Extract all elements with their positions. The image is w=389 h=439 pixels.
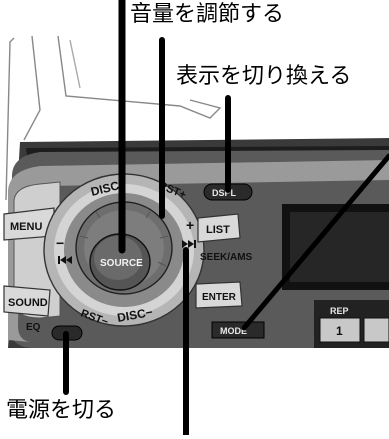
enter-button[interactable]: ENTER: [195, 281, 243, 309]
mode-button[interactable]: MODE: [211, 321, 265, 339]
callout-volume: 音量を調節する: [130, 2, 285, 27]
eq-label: EQ: [26, 322, 41, 333]
prev-button[interactable]: −: [56, 235, 72, 264]
callout-power: 電源を切る: [6, 398, 117, 423]
menu-button[interactable]: MENU: [3, 207, 55, 241]
callout-display: 表示を切り換える: [176, 64, 352, 89]
background-sketch: [5, 35, 222, 201]
menu-label: MENU: [10, 221, 42, 233]
preset-1-button[interactable]: 1: [319, 317, 361, 343]
mode-label: MODE: [220, 326, 247, 336]
source-label: SOURCE: [100, 258, 143, 269]
minus-label: −: [56, 235, 64, 251]
source-button[interactable]: SOURCE: [89, 233, 151, 291]
callout-lines: [63, 0, 389, 438]
enter-label: ENTER: [202, 292, 237, 303]
leader-mode: [241, 153, 389, 331]
display-label: DSPL: [212, 188, 237, 198]
seek-ams-label: SEEK/AMS: [200, 252, 253, 263]
next-button[interactable]: +: [182, 217, 196, 248]
plus-label: +: [186, 217, 194, 233]
rep-label: REP: [330, 306, 349, 316]
preset-buttons: REP 1: [314, 300, 389, 348]
list-label: LIST: [206, 224, 230, 236]
skip-back-icon: [58, 256, 72, 264]
skip-forward-icon: [182, 240, 196, 248]
sound-label: SOUND: [8, 297, 48, 309]
disc-minus-label[interactable]: DISC−: [116, 305, 154, 325]
list-button[interactable]: LIST: [197, 213, 241, 243]
sound-button[interactable]: SOUND: [3, 285, 51, 317]
preset-1-label: 1: [336, 324, 343, 338]
